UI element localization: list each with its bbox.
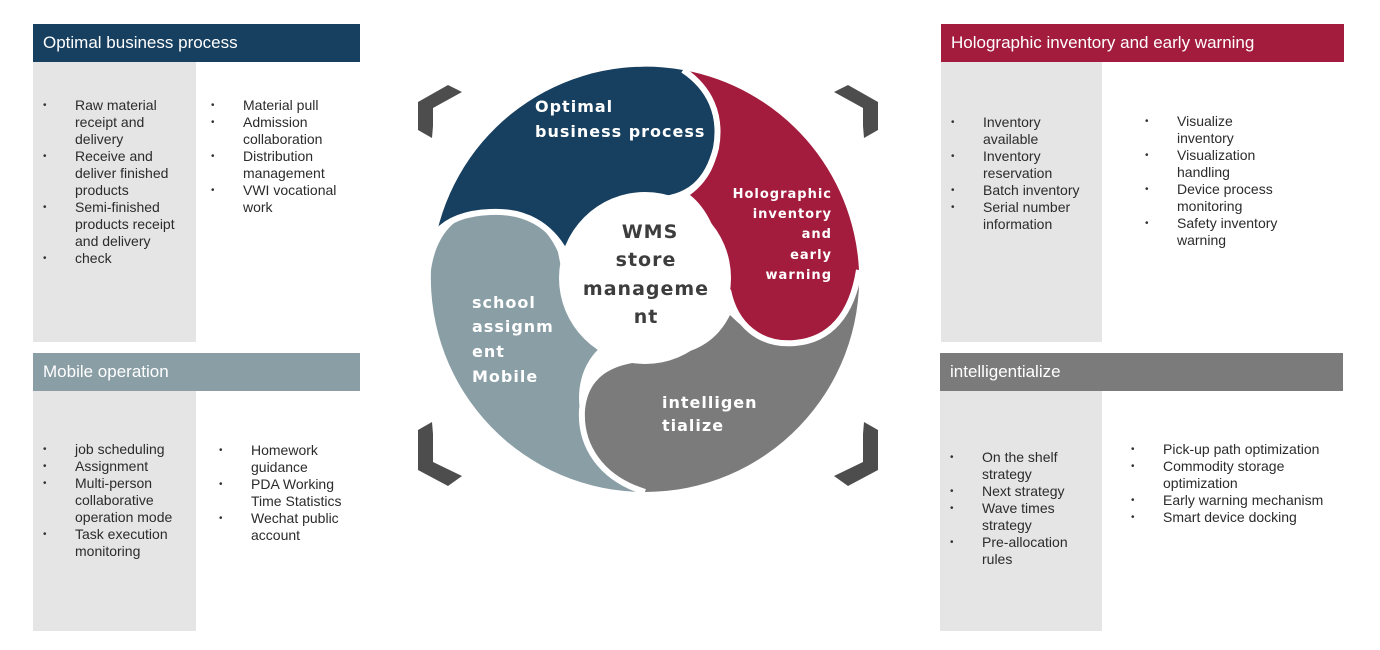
list-item: On the shelf strategy xyxy=(950,449,1097,483)
bullet-list-right: Material pull Admission collaboration Di… xyxy=(211,97,353,216)
list-item: Safety inventory warning xyxy=(1145,215,1287,249)
list-item: Inventory available xyxy=(951,114,1098,148)
list-item: Raw material receipt and delivery xyxy=(43,97,190,148)
list-item: check xyxy=(43,250,190,267)
list-item: job scheduling xyxy=(43,441,193,458)
bullet-list-left: Inventory available Inventory reservatio… xyxy=(951,114,1098,233)
list-item: Wave times strategy xyxy=(950,500,1097,534)
segment-label-line: tialize xyxy=(662,416,724,435)
segment-label-line: Mobile xyxy=(472,367,538,386)
list-item: Next strategy xyxy=(950,483,1097,500)
segment-optimal-business-process xyxy=(437,66,718,252)
bullet-list-right: Homework guidance PDA Working Time Stati… xyxy=(219,442,356,544)
list-item: Device process monitoring xyxy=(1145,181,1287,215)
segment-label-line: business process xyxy=(535,122,705,141)
panel-title: Mobile operation xyxy=(33,353,360,391)
segment-label-line: inventory xyxy=(753,207,832,222)
list-item: Early warning mechanism xyxy=(1131,492,1338,509)
panel-title: intelligentialize xyxy=(940,353,1343,391)
bracket-bottom-left-icon xyxy=(418,422,462,486)
list-item: Batch inventory xyxy=(951,182,1098,199)
panel-title: Holographic inventory and early warning xyxy=(941,24,1344,62)
list-item: Task execution monitoring xyxy=(43,526,193,560)
panel-mobile-operation: Mobile operation job scheduling Assignme… xyxy=(33,353,360,631)
bullet-list-right: Visualize inventory Visualization handli… xyxy=(1145,113,1287,249)
list-item: Admission collaboration xyxy=(211,114,353,148)
center-label-line: nt xyxy=(634,306,659,328)
list-item: Pre-allocation rules xyxy=(950,534,1097,568)
segment-label-line: ent xyxy=(472,342,505,361)
list-item: Smart device docking xyxy=(1131,509,1338,526)
segment-label-line: assignm xyxy=(472,317,554,336)
list-item: Serial number information xyxy=(951,199,1098,233)
bracket-top-right-icon xyxy=(834,85,878,138)
bracket-top-left-icon xyxy=(418,85,462,138)
center-label-line: manageme xyxy=(583,278,709,300)
panel-intelligentialize: intelligentialize On the shelf strategy … xyxy=(940,353,1343,631)
segment-label-line: and xyxy=(802,227,832,242)
list-item: Receive and deliver finished products xyxy=(43,148,190,199)
panel-holographic-inventory: Holographic inventory and early warning … xyxy=(941,24,1344,342)
segment-label-line: school xyxy=(472,293,536,312)
list-item: Assignment xyxy=(43,458,193,475)
list-item: Semi-finished products receipt and deliv… xyxy=(43,199,190,250)
list-item: Multi-person collaborative operation mod… xyxy=(43,475,193,526)
list-item: Distribution management xyxy=(211,148,353,182)
bracket-bottom-right-icon xyxy=(834,422,878,486)
segment-mobile-operation xyxy=(430,211,645,493)
panel-title: Optimal business process xyxy=(33,24,360,62)
segment-label-line: Optimal xyxy=(535,97,613,116)
center-label-line: store xyxy=(616,249,677,271)
bullet-list-left: job scheduling Assignment Multi-person c… xyxy=(43,441,193,560)
list-item: Commodity storage optimization xyxy=(1131,458,1338,492)
segment-label-line: Holographic xyxy=(733,187,832,202)
list-item: Pick-up path optimization xyxy=(1131,441,1338,458)
list-item: PDA Working Time Statistics xyxy=(219,476,356,510)
segment-label-line: intelligen xyxy=(662,393,758,412)
list-item: Inventory reservation xyxy=(951,148,1098,182)
list-item: Homework guidance xyxy=(219,442,356,476)
list-item: Visualization handling xyxy=(1145,147,1287,181)
center-label-line: WMS xyxy=(622,221,679,243)
segment-label-line: early xyxy=(790,248,832,263)
bullet-list-right: Pick-up path optimization Commodity stor… xyxy=(1131,441,1338,526)
bullet-list-left: On the shelf strategy Next strategy Wave… xyxy=(950,449,1097,568)
list-item: Material pull xyxy=(211,97,353,114)
center-hub xyxy=(559,192,731,364)
bullet-list-left: Raw material receipt and delivery Receiv… xyxy=(43,97,190,267)
list-item: Wechat public account xyxy=(219,510,356,544)
list-item: VWI vocational work xyxy=(211,182,353,216)
panel-optimal-business-process: Optimal business process Raw material re… xyxy=(33,24,360,342)
segment-intelligentialize xyxy=(581,270,860,493)
list-item: Visualize inventory xyxy=(1145,113,1287,147)
segment-label-line: warning xyxy=(766,268,832,283)
